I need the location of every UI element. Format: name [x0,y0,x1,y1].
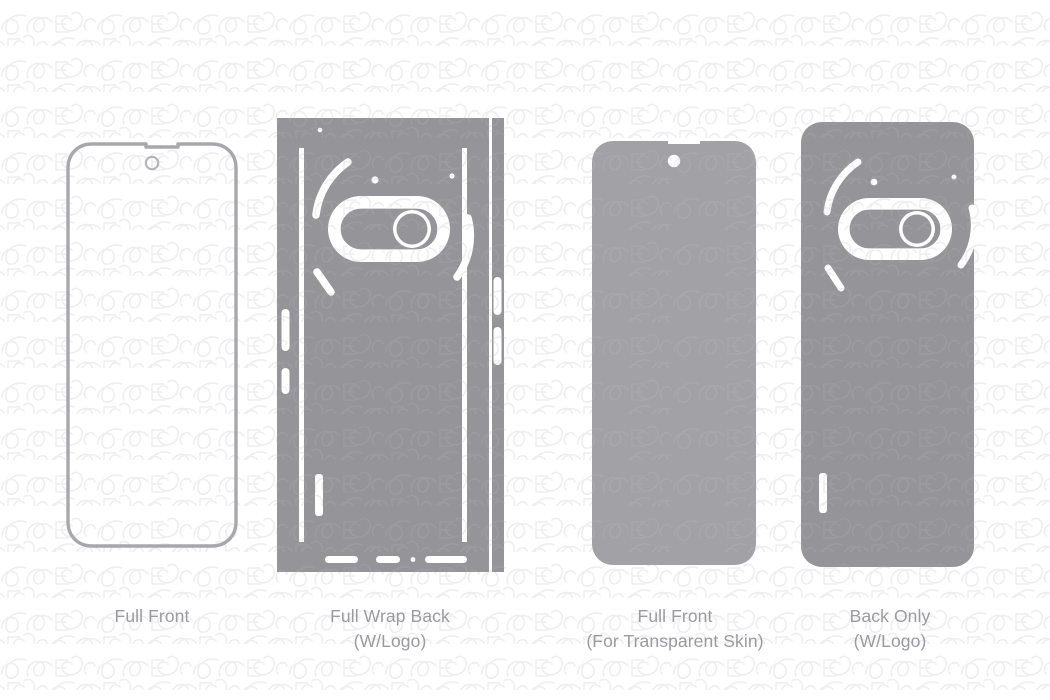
full-wrap-back-body [260,100,520,600]
label-full-front-transparent-line1: Full Front [637,606,713,626]
label-full-front-transparent-line2: (For Transparent Skin) [586,631,764,652]
template-full-front-transparent[interactable] [580,130,770,580]
full-front-transparent-body [580,130,770,580]
label-full-front-transparent: Full Front (For Transparent Skin) [565,604,785,655]
label-full-front: Full Front [52,604,252,629]
label-back-only-line2: (W/Logo) [853,631,927,652]
back-only-body [790,110,990,580]
template-back-only[interactable] [790,110,990,580]
camera-module-island-back-only [848,208,942,250]
label-full-wrap-back: Full Wrap Back (W/Logo) [290,604,490,655]
full-front-outline [66,142,238,548]
front-camera-hole-icon [144,155,160,171]
label-full-wrap-back-line1: Full Wrap Back [330,606,450,626]
label-back-only: Back Only (W/Logo) [790,604,990,655]
label-full-wrap-back-line2: (W/Logo) [353,631,427,652]
label-full-front-line1: Full Front [114,606,190,626]
label-back-only-line1: Back Only [849,606,931,626]
template-full-wrap-back[interactable] [260,100,520,600]
template-full-front[interactable] [66,142,238,548]
camera-module-island [339,207,439,251]
